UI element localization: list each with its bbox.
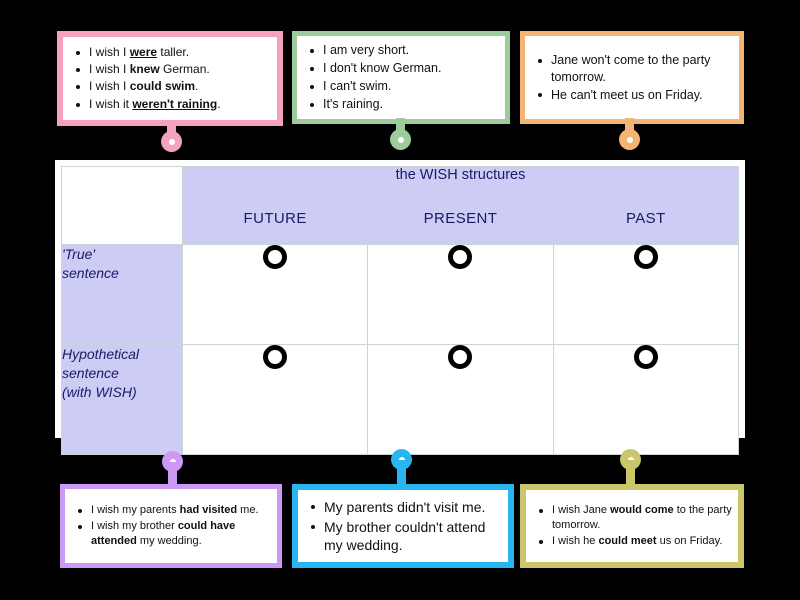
callout-list-item: I am very short.	[310, 42, 499, 59]
mark-cell-true-present	[367, 244, 554, 345]
mark-cell-hypothetical-future	[181, 344, 369, 455]
top-callout-3: Jane won't come to the party tomorrow. He…	[520, 31, 744, 124]
wish-structures-table: the WISH structures FUTURE PRESENT PAST …	[55, 160, 745, 455]
callout-list: I am very short.I don't know German.I ca…	[297, 41, 505, 115]
callout-list-item: I wish I could swim.	[76, 79, 271, 95]
top-callout-1: I wish I were taller.I wish I knew Germa…	[57, 31, 283, 126]
mark-cell-hypothetical-past	[552, 344, 740, 455]
callout-list: I wish my parents had visited me.I wish …	[65, 502, 277, 550]
mark-cell-hypothetical-present	[367, 344, 554, 455]
bottom-callout-1: I wish my parents had visited me.I wish …	[60, 484, 282, 568]
bottom-callout-3: I wish Jane would come to the party tomo…	[520, 484, 744, 568]
callout-list-item: Jane won't come to the party tomorrow.	[538, 52, 733, 85]
table-title: the WISH structures	[182, 166, 739, 210]
callout-list-item: I wish I were taller.	[76, 45, 271, 61]
connector-knob-top-3	[619, 129, 640, 150]
callout-list-item: I wish my brother could have attended my…	[78, 519, 271, 548]
ring-marker	[633, 345, 658, 369]
connector-knob-bottom-3	[620, 449, 641, 470]
top-callout-2: I am very short.I don't know German.I ca…	[292, 31, 510, 124]
table-row-true-sentence: 'True'sentence	[61, 244, 740, 345]
ring-marker	[448, 245, 473, 269]
table-corner-cell	[61, 166, 183, 245]
callout-list-item: I wish my parents had visited me.	[78, 503, 271, 518]
callout-list-item: I wish I knew German.	[76, 62, 271, 78]
callout-list: Jane won't come to the party tomorrow. He…	[525, 51, 739, 105]
ring-marker	[263, 345, 288, 369]
column-header-past: PAST	[552, 209, 740, 245]
connector-knob-top-2	[390, 129, 411, 150]
callout-list: My parents didn't visit me. My brother co…	[298, 496, 508, 556]
callout-list-item: I wish he could meet us on Friday.	[539, 534, 732, 549]
callout-list: I wish I were taller.I wish I knew Germa…	[63, 43, 277, 114]
ring-marker	[633, 245, 658, 269]
callout-list-item: I wish Jane would come to the party tomo…	[539, 504, 732, 531]
callout-list-item: My parents didn't visit me.	[311, 498, 502, 516]
connector-stem-bottom-1	[168, 462, 177, 486]
connector-knob-top-1	[161, 131, 182, 152]
callout-list-item: I wish it weren't raining.	[76, 97, 271, 113]
callout-list-item: It's raining.	[310, 96, 499, 113]
callout-list-item: He can't meet us on Friday.	[538, 87, 733, 104]
callout-list-item: I can't swim.	[310, 78, 499, 95]
connector-knob-bottom-1	[162, 451, 183, 472]
connector-stem-bottom-2	[397, 460, 406, 484]
callout-list-item: I don't know German.	[310, 60, 499, 77]
callout-list-item: My brother couldn't attend my wedding.	[311, 518, 502, 555]
row-header-true-sentence: 'True'sentence	[61, 244, 183, 345]
callout-list: I wish Jane would come to the party tomo…	[526, 502, 738, 550]
column-header-present: PRESENT	[367, 209, 554, 245]
ring-marker	[263, 245, 288, 269]
mark-cell-true-past	[552, 244, 740, 345]
ring-marker	[448, 345, 473, 369]
connector-stem-bottom-3	[626, 460, 635, 484]
connector-knob-bottom-2	[391, 449, 412, 470]
column-header-future: FUTURE	[181, 209, 369, 245]
mark-cell-true-future	[181, 244, 369, 345]
bottom-callout-2: My parents didn't visit me. My brother co…	[292, 484, 514, 568]
